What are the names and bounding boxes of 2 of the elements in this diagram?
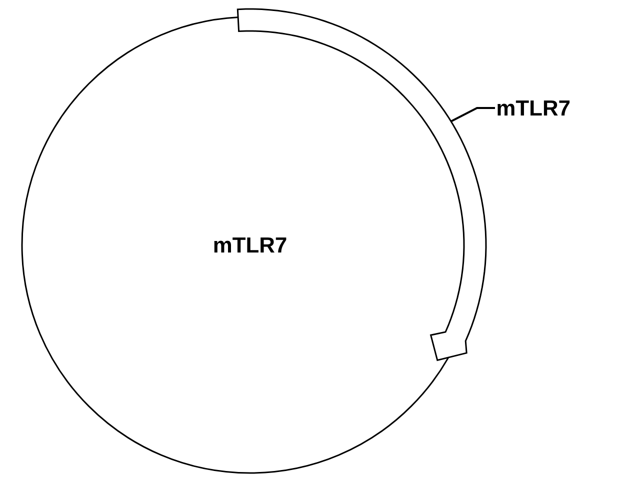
leader-line — [450, 107, 495, 122]
feature-label: mTLR7 — [498, 100, 570, 116]
